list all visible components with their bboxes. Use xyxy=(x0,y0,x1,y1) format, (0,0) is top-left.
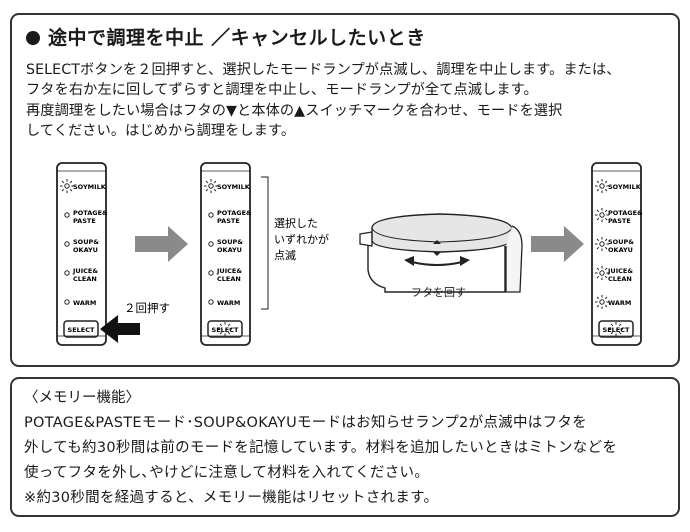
right-arrow-icon xyxy=(135,226,188,262)
heading-text: 途中で調理を中止 ／キャンセルしたいとき xyxy=(48,27,426,49)
memory-line: ※約30秒間を経過すると、メモリー機能はリセットされます。 xyxy=(24,490,439,506)
mode-lamp-soymilk: SOYMILK xyxy=(59,178,107,194)
svg-text:SOUP&: SOUP& xyxy=(73,238,99,246)
select-button-label: SELECT xyxy=(68,326,95,334)
lid-mark-icon xyxy=(433,240,441,244)
mode-lamp-warm: WARM xyxy=(208,299,240,307)
memory-line: 外しても約30秒間は前のモードを記憶しています。材料を追加したいときはミトンなど… xyxy=(24,440,618,456)
right-arrow-icon xyxy=(531,226,584,262)
select-button[interactable] xyxy=(207,320,243,338)
svg-text:JUICE&: JUICE& xyxy=(607,267,633,275)
svg-text:JUICE&: JUICE& xyxy=(72,267,98,275)
body-mark-icon xyxy=(433,252,441,256)
bracket xyxy=(261,176,269,310)
svg-text:JUICE&: JUICE& xyxy=(216,267,242,275)
mode-lamp-warm: WARM xyxy=(594,294,631,310)
mode-lamp-soup: SOUP& OKAYU xyxy=(64,238,99,254)
svg-text:CLEAN: CLEAN xyxy=(73,275,97,283)
svg-text:SELECT: SELECT xyxy=(212,326,239,334)
memory-line: POTAGE&PASTEモード･SOUP&OKAYUモードはお知らせランプ2が点… xyxy=(24,415,587,431)
memory-function-box xyxy=(10,377,680,517)
select-button[interactable] xyxy=(598,320,634,338)
svg-text:OKAYU: OKAYU xyxy=(217,246,242,254)
rotate-lid-label: フタを回す xyxy=(411,286,466,299)
svg-text:SOYMILK: SOYMILK xyxy=(73,183,107,191)
control-panel-3: SOYMILK POTAGE& PASTE SOUP& OKAYU JUICE&… xyxy=(591,162,643,346)
instruction-line: してください。はじめから調理をします。 xyxy=(26,123,296,139)
memory-line: 使ってフタを外し､やけどに注意して材料を入れてください。 xyxy=(24,465,430,481)
mode-lamp-soup: SOUP& OKAYU xyxy=(208,238,243,254)
press-arrow-icon xyxy=(100,315,140,343)
svg-text:WARM: WARM xyxy=(73,299,96,307)
svg-text:WARM: WARM xyxy=(217,299,240,307)
svg-text:PASTE: PASTE xyxy=(217,217,240,225)
control-panel-2: SOYMILK POTAGE& PASTE SOUP& OKAYU JUICE&… xyxy=(200,162,329,346)
svg-text:SOYMILK: SOYMILK xyxy=(217,183,251,191)
control-panel-1: SOYMILK POTAGE& PASTE SOUP& OKAYU JUICE&… xyxy=(56,162,170,346)
mode-lamp-soymilk: SOYMILK xyxy=(594,178,642,194)
svg-text:OKAYU: OKAYU xyxy=(608,246,633,254)
right-turn-arrow-icon xyxy=(460,256,470,266)
svg-text:SOYMILK: SOYMILK xyxy=(608,183,642,191)
mode-lamp-juice: JUICE& CLEAN xyxy=(208,267,242,283)
svg-text:PASTE: PASTE xyxy=(608,217,631,225)
mode-lamp-warm: WARM xyxy=(64,299,96,307)
press-twice-label: ２回押す xyxy=(124,301,170,315)
svg-text:OKAYU: OKAYU xyxy=(73,246,98,254)
cancel-section-box xyxy=(10,13,680,367)
bullet-dot-icon xyxy=(26,31,40,45)
blink-note-line: 点滅 xyxy=(274,249,296,262)
svg-text:PASTE: PASTE xyxy=(73,217,96,225)
mode-lamp-juice: JUICE& CLEAN xyxy=(64,267,98,283)
mode-lamp-soymilk: SOYMILK xyxy=(203,178,251,194)
blink-note-line: 選択した xyxy=(274,216,318,230)
instruction-line: SELECTボタンを２回押すと、選択したモードランプが点滅し、調理を中止します。… xyxy=(26,62,621,78)
svg-text:POTAGE&: POTAGE& xyxy=(73,209,108,217)
blink-note-line: いずれかが xyxy=(274,232,329,246)
svg-text:SOUP&: SOUP& xyxy=(608,238,634,246)
svg-text:SELECT: SELECT xyxy=(603,326,630,334)
instruction-line: フタを右か左に回してずらすと調理を中止し、モードランプが全て点滅します。 xyxy=(26,82,538,98)
svg-text:POTAGE&: POTAGE& xyxy=(217,209,252,217)
mode-lamp-soup: SOUP& OKAYU xyxy=(594,236,634,254)
select-button[interactable] xyxy=(63,320,99,338)
mode-lamp-potage: POTAGE& PASTE xyxy=(64,209,108,225)
section-heading: 途中で調理を中止 ／キャンセルしたいとき xyxy=(26,23,426,50)
svg-text:POTAGE&: POTAGE& xyxy=(608,209,643,217)
svg-text:CLEAN: CLEAN xyxy=(217,275,241,283)
instruction-line: 再度調理をしたい場合はフタの▼と本体の▲スイッチマークを合わせ、モードを選択 xyxy=(26,103,563,119)
svg-text:SOUP&: SOUP& xyxy=(217,238,243,246)
svg-text:WARM: WARM xyxy=(608,299,631,307)
mode-lamp-juice: JUICE& CLEAN xyxy=(594,265,633,283)
mode-lamp-potage: POTAGE& PASTE xyxy=(208,209,252,225)
appliance-illustration: フタを回す xyxy=(359,213,523,299)
memory-title: 〈メモリー機能〉 xyxy=(24,390,140,406)
left-arrow-icon xyxy=(404,256,414,266)
svg-text:CLEAN: CLEAN xyxy=(608,275,632,283)
mode-lamp-potage: POTAGE& PASTE xyxy=(594,207,643,225)
